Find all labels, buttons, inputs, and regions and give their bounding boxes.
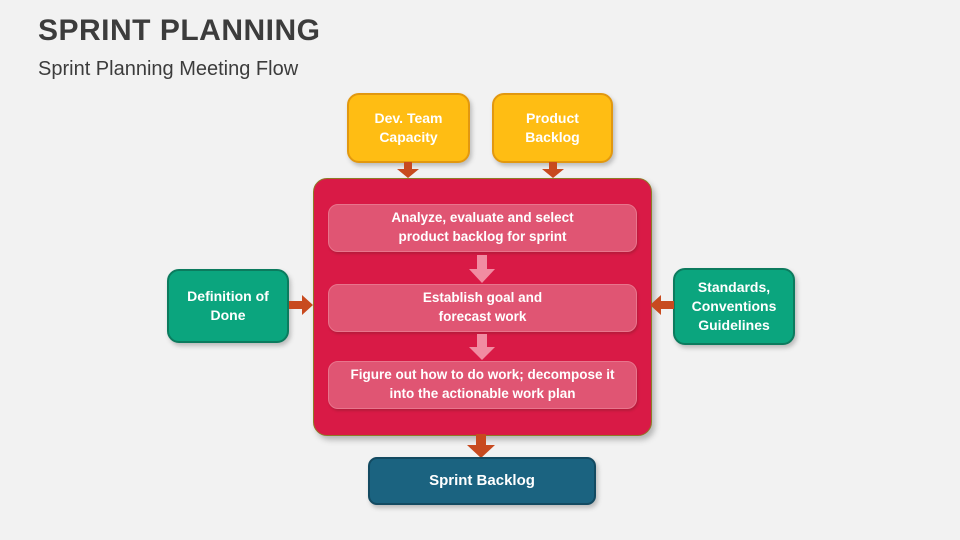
arrow-right-icon xyxy=(289,295,313,315)
process-step-establish-goal: Establish goal and forecast work xyxy=(328,284,637,332)
arrow-down-icon xyxy=(469,334,495,360)
process-step-label: Analyze, evaluate and select product bac… xyxy=(391,210,574,244)
input-label: Dev. Team Capacity xyxy=(374,110,443,145)
input-label: Standards, Conventions Guidelines xyxy=(691,279,777,333)
process-step-figure-out-work: Figure out how to do work; decompose it … xyxy=(328,361,637,409)
page-title: SPRINT PLANNING xyxy=(38,14,321,47)
output-label: Sprint Backlog xyxy=(429,471,535,489)
process-step-analyze: Analyze, evaluate and select product bac… xyxy=(328,204,637,252)
process-step-label: Establish goal and forecast work xyxy=(422,290,543,324)
output-box-sprint-backlog: Sprint Backlog xyxy=(368,457,596,505)
arrow-down-icon xyxy=(397,162,419,178)
arrow-left-icon xyxy=(650,295,674,315)
input-box-definition-of-done: Definition of Done xyxy=(167,269,289,343)
process-step-label: Figure out how to do work; decompose it … xyxy=(350,367,615,401)
input-label: Definition of Done xyxy=(187,288,269,323)
arrow-down-icon xyxy=(467,434,495,458)
page-subtitle: Sprint Planning Meeting Flow xyxy=(38,58,299,80)
process-container: Analyze, evaluate and select product bac… xyxy=(313,178,652,436)
input-box-dev-team-capacity: Dev. Team Capacity xyxy=(347,93,470,163)
arrow-down-icon xyxy=(542,162,564,178)
input-box-product-backlog: Product Backlog xyxy=(492,93,613,163)
input-box-standards-conventions: Standards, Conventions Guidelines xyxy=(673,268,795,345)
arrow-down-icon xyxy=(469,255,495,283)
input-label: Product Backlog xyxy=(525,110,580,145)
